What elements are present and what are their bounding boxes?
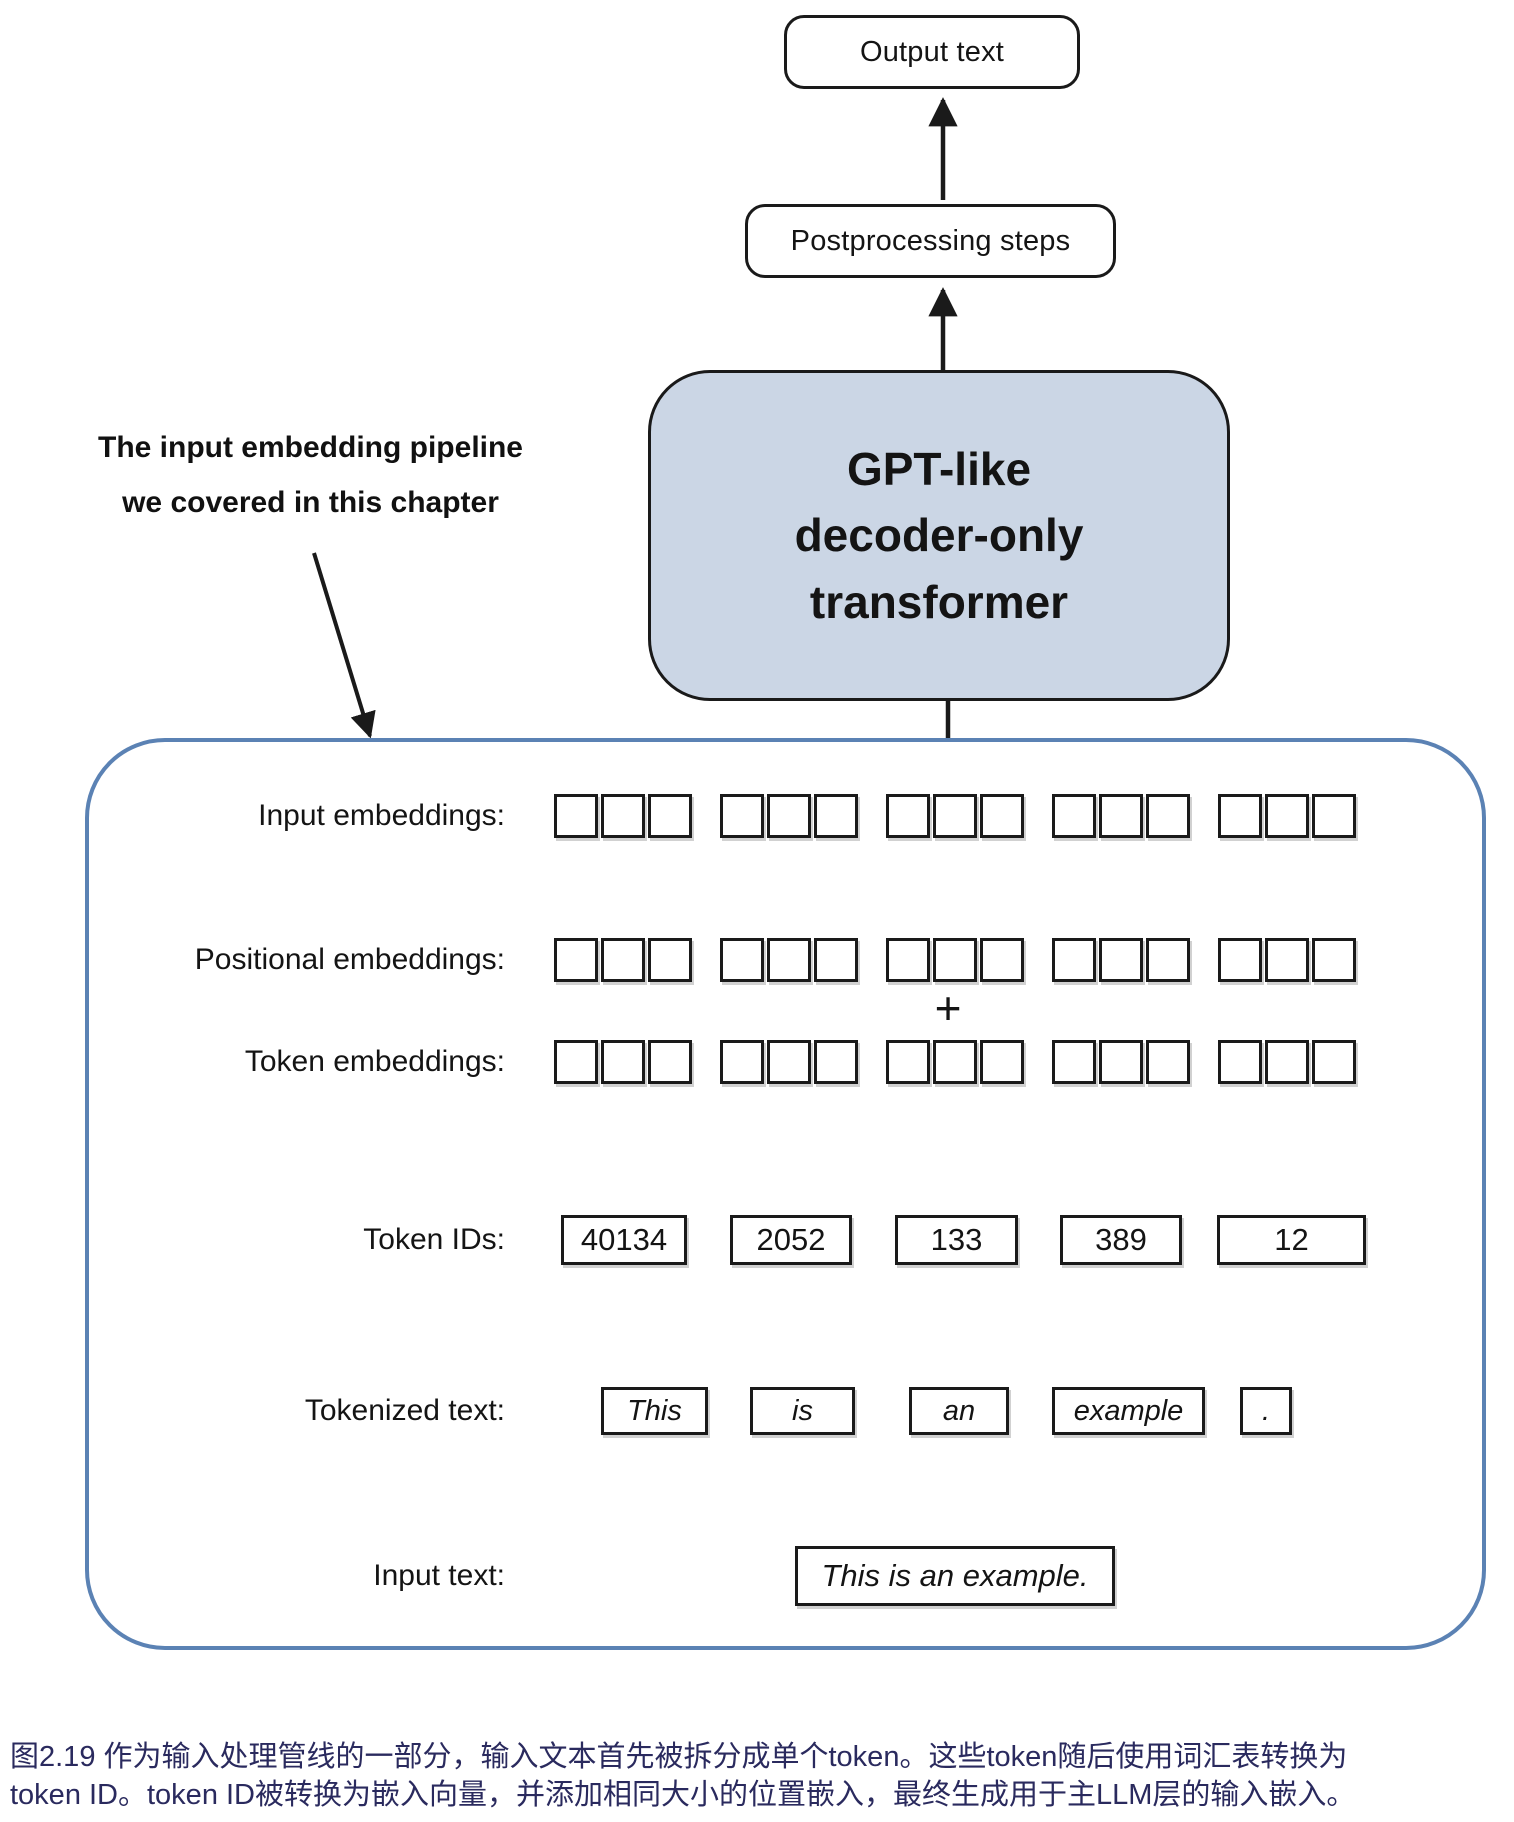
output-text-label: Output text	[859, 35, 1005, 68]
embedding-vector-group	[886, 1040, 1024, 1084]
embedding-cell	[1146, 1040, 1190, 1084]
embedding-vector-group	[886, 938, 1024, 982]
annotation-pointer-arrow	[312, 552, 376, 739]
embedding-cell	[980, 794, 1024, 838]
embedding-cell	[886, 794, 930, 838]
embedding-cell	[1218, 1040, 1262, 1084]
embedding-cell	[1312, 938, 1356, 982]
token-box: This	[601, 1387, 708, 1435]
embedding-cell	[933, 794, 977, 838]
token-embeddings-label: Token embeddings:	[244, 1045, 505, 1078]
embedding-cell	[1312, 1040, 1356, 1084]
annotation-line-2: we covered in this chapter	[122, 486, 499, 519]
figure-caption-line-2: token ID。token ID被转换为嵌入向量，并添加相同大小的位置嵌入，最…	[10, 1779, 1356, 1811]
embedding-cell	[767, 794, 811, 838]
embedding-cell	[648, 1040, 692, 1084]
embedding-cell	[554, 1040, 598, 1084]
annotation-line-1: The input embedding pipeline	[98, 431, 523, 464]
token-id-box: 389	[1060, 1215, 1182, 1265]
embedding-cell	[767, 1040, 811, 1084]
input-embeddings-label: Input embeddings:	[258, 799, 505, 832]
embedding-cell	[554, 938, 598, 982]
embedding-cell	[1146, 938, 1190, 982]
transformer-box-label: GPT-like decoder-only transformer	[795, 436, 1084, 635]
embedding-cell	[1099, 794, 1143, 838]
embedding-cell	[1099, 1040, 1143, 1084]
embedding-vector-group	[886, 794, 1024, 838]
embedding-cell	[1265, 794, 1309, 838]
input-embeddings-row	[554, 794, 1356, 838]
token-id-box: 12	[1217, 1215, 1366, 1265]
embedding-cell	[1052, 794, 1096, 838]
positional-embeddings-row	[554, 938, 1356, 982]
figure-caption-line-1: 图2.19 作为输入处理管线的一部分，输入文本首先被拆分成单个token。这些t…	[10, 1741, 1348, 1773]
token-id-box: 2052	[730, 1215, 852, 1265]
embedding-cell	[980, 1040, 1024, 1084]
embedding-cell	[814, 794, 858, 838]
postprocessing-steps-box: Postprocessing steps	[745, 204, 1116, 278]
postprocessing-steps-label: Postprocessing steps	[790, 224, 1071, 257]
token-box: an	[909, 1387, 1009, 1435]
figure-caption: 图2.19 作为输入处理管线的一部分，输入文本首先被拆分成单个token。这些t…	[10, 1738, 1506, 1814]
embedding-cell	[1265, 938, 1309, 982]
embedding-cell	[886, 1040, 930, 1084]
embedding-vector-group	[554, 794, 692, 838]
embedding-vector-group	[720, 1040, 858, 1084]
embedding-cell	[886, 938, 930, 982]
transformer-label-line-1: GPT-like	[846, 443, 1032, 496]
embedding-cell	[814, 938, 858, 982]
token-box: is	[750, 1387, 855, 1435]
embedding-cell	[601, 1040, 645, 1084]
tokenized-text-label: Tokenized text:	[304, 1394, 505, 1427]
token-box: example	[1052, 1387, 1205, 1435]
embedding-vector-group	[720, 938, 858, 982]
embedding-cell	[1052, 1040, 1096, 1084]
transformer-label-line-3: transformer	[809, 575, 1069, 628]
embedding-cell	[933, 1040, 977, 1084]
embedding-cell	[601, 938, 645, 982]
embedding-vector-group	[1052, 794, 1190, 838]
embedding-vector-group	[1218, 794, 1356, 838]
embedding-vector-group	[554, 938, 692, 982]
embedding-cell	[720, 1040, 764, 1084]
embedding-cell	[1146, 794, 1190, 838]
embedding-cell	[1218, 794, 1262, 838]
embedding-cell	[1052, 938, 1096, 982]
embedding-cell	[933, 938, 977, 982]
embedding-cell	[648, 938, 692, 982]
positional-embeddings-label: Positional embeddings:	[194, 943, 505, 976]
token-ids-label: Token IDs:	[363, 1223, 505, 1256]
embedding-cell	[554, 794, 598, 838]
embedding-cell	[1218, 938, 1262, 982]
transformer-box: GPT-like decoder-only transformer	[648, 370, 1230, 701]
token-embeddings-row	[554, 1040, 1356, 1084]
embedding-cell	[1099, 938, 1143, 982]
token-box: .	[1240, 1387, 1292, 1435]
embedding-vector-group	[554, 1040, 692, 1084]
embedding-cell	[814, 1040, 858, 1084]
transformer-label-line-2: decoder-only	[794, 509, 1084, 562]
plus-sign: +	[934, 982, 962, 1034]
embedding-cell	[1312, 794, 1356, 838]
annotation-note: The input embedding pipeline we covered …	[88, 420, 533, 530]
embedding-cell	[1265, 1040, 1309, 1084]
token-id-box: 40134	[561, 1215, 687, 1265]
embedding-cell	[648, 794, 692, 838]
token-id-box: 133	[895, 1215, 1018, 1265]
embedding-cell	[720, 794, 764, 838]
input-text-label: Input text:	[373, 1559, 505, 1592]
output-text-box: Output text	[784, 15, 1080, 89]
embedding-cell	[720, 938, 764, 982]
embedding-vector-group	[1218, 1040, 1356, 1084]
embedding-cell	[980, 938, 1024, 982]
embedding-cell	[601, 794, 645, 838]
embedding-vector-group	[1218, 938, 1356, 982]
embedding-vector-group	[720, 794, 858, 838]
embedding-vector-group	[1052, 938, 1190, 982]
input-text-box: This is an example.	[795, 1546, 1115, 1606]
embedding-vector-group	[1052, 1040, 1190, 1084]
embedding-pipeline-container	[85, 738, 1486, 1650]
embedding-cell	[767, 938, 811, 982]
